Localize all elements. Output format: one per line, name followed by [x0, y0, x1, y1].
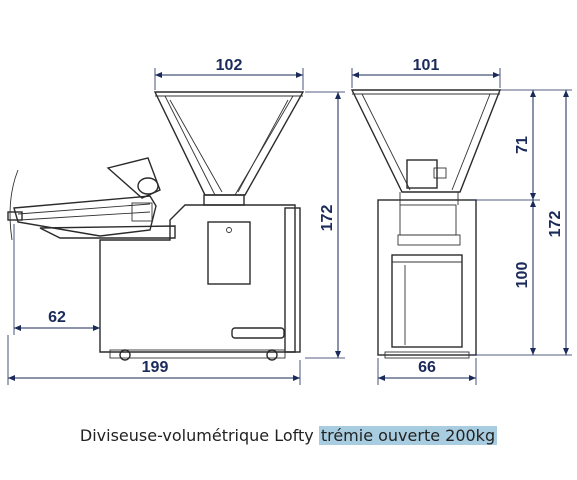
front-hopper [350, 89, 502, 205]
side-conveyor [7, 195, 176, 239]
front-dimension-top: 101 [351, 57, 501, 88]
image-caption: Diviseuse-volumétrique Lofty trémie ouve… [0, 426, 577, 445]
side-top-width-label: 102 [216, 57, 243, 74]
side-feed-length-label: 62 [48, 309, 66, 326]
side-dimension-height: 172 [305, 91, 345, 359]
front-total-height-label: 172 [547, 211, 564, 238]
caption-highlight: trémie ouverte 200kg [318, 426, 498, 445]
front-cabinet [377, 199, 477, 359]
front-dimension-base: 66 [377, 358, 477, 385]
front-lower-height-label: 100 [514, 262, 531, 289]
side-total-length-label: 199 [142, 359, 169, 376]
caption-prefix: Diviseuse-volumétrique Lofty [79, 426, 319, 445]
side-dimension-length: 199 [7, 335, 301, 385]
front-dimension-height: 172 [540, 89, 572, 356]
side-flour-chute [106, 157, 161, 199]
technical-drawing: 102 172 62 199 [7, 57, 572, 385]
side-hopper [153, 91, 305, 206]
front-dimension-parts: 71 100 [470, 89, 540, 356]
front-base-width-label: 66 [418, 359, 436, 376]
front-view: 101 71 100 172 [350, 57, 572, 385]
side-cabinet [99, 204, 301, 361]
front-top-width-label: 101 [413, 57, 440, 74]
side-dimension-feed: 62 [13, 224, 101, 335]
front-hopper-height-label: 71 [514, 136, 531, 154]
side-view: 102 172 62 199 [7, 57, 345, 385]
side-dimension-top: 102 [154, 57, 304, 90]
side-height-label: 172 [319, 205, 336, 232]
